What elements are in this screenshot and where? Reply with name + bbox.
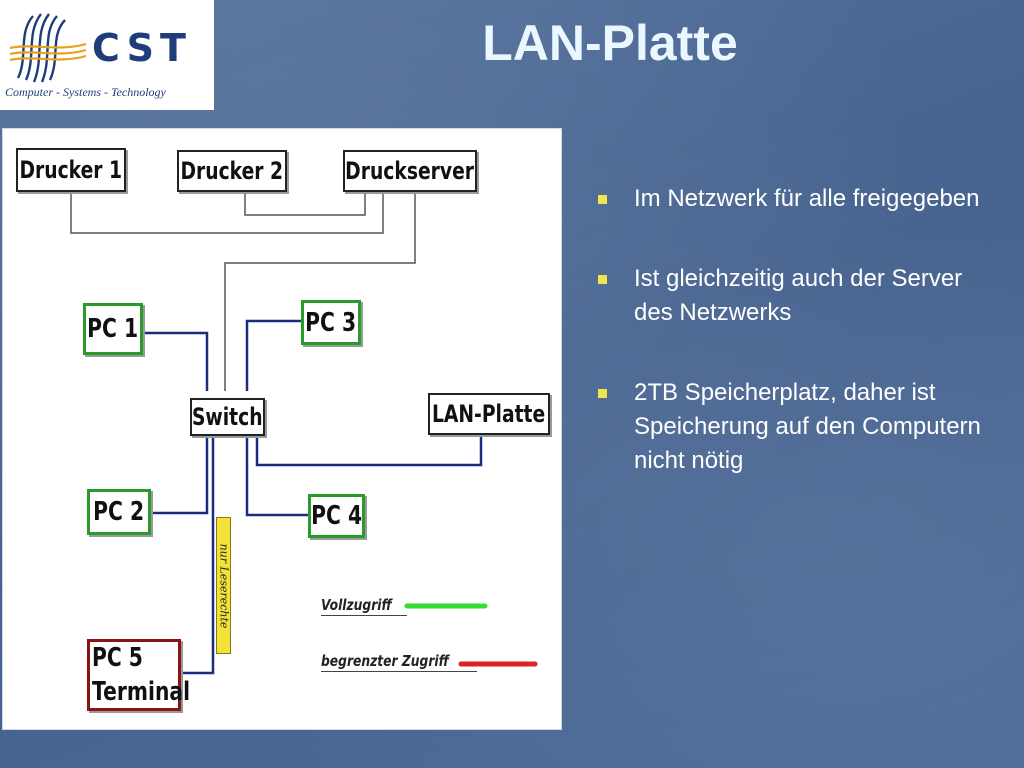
cst-logo-icon <box>9 13 87 83</box>
pc-5-label: PC 5 <box>92 643 143 673</box>
connection-lines <box>70 191 538 675</box>
bullet-list: Im Netzwerk für alle freigegeben Ist gle… <box>594 182 1004 524</box>
square-bullet-icon <box>598 195 607 204</box>
pc-2-box: PC 2 <box>87 489 151 535</box>
square-bullet-icon <box>598 275 607 284</box>
lan-platte-box: LAN-Platte <box>428 393 550 435</box>
bullet-item: Ist gleichzeitig auch der Server des Net… <box>594 262 1004 330</box>
pc-3-box: PC 3 <box>301 300 361 345</box>
read-only-label: nur Leserechte <box>216 517 231 654</box>
logo-wordmark: CST <box>92 26 192 70</box>
print-server-box: Druckserver <box>343 150 477 192</box>
square-bullet-icon <box>598 389 607 398</box>
slide-title: LAN-Platte <box>482 15 738 71</box>
bullet-text: Ist gleichzeitig auch der Server des Net… <box>634 265 963 326</box>
network-diagram: Drucker 1 Drucker 2 Druckserver PC 1 PC … <box>2 128 562 730</box>
pc-4-box: PC 4 <box>308 494 365 538</box>
pc-1-box: PC 1 <box>83 303 143 355</box>
switch-box: Switch <box>190 398 265 436</box>
bullet-text: Im Netzwerk für alle freigegeben <box>634 185 980 212</box>
legend-limited-access: begrenzter Zugriff <box>321 652 477 672</box>
bullet-text: 2TB Speicherplatz, daher ist Speicherung… <box>634 379 981 474</box>
bullet-item: 2TB Speicherplatz, daher ist Speicherung… <box>594 376 1004 478</box>
logo-tagline: Computer - Systems - Technology <box>5 85 166 99</box>
bullet-item: Im Netzwerk für alle freigegeben <box>594 182 1004 216</box>
company-logo: CST Computer - Systems - Technology <box>0 0 214 110</box>
legend-full-access: Vollzugriff <box>321 596 408 616</box>
pc-5-terminal-box: PC 5 Terminal <box>87 639 190 711</box>
terminal-label: Terminal <box>92 677 191 707</box>
printer-2-box: Drucker 2 <box>177 150 287 192</box>
printer-1-box: Drucker 1 <box>16 148 126 192</box>
